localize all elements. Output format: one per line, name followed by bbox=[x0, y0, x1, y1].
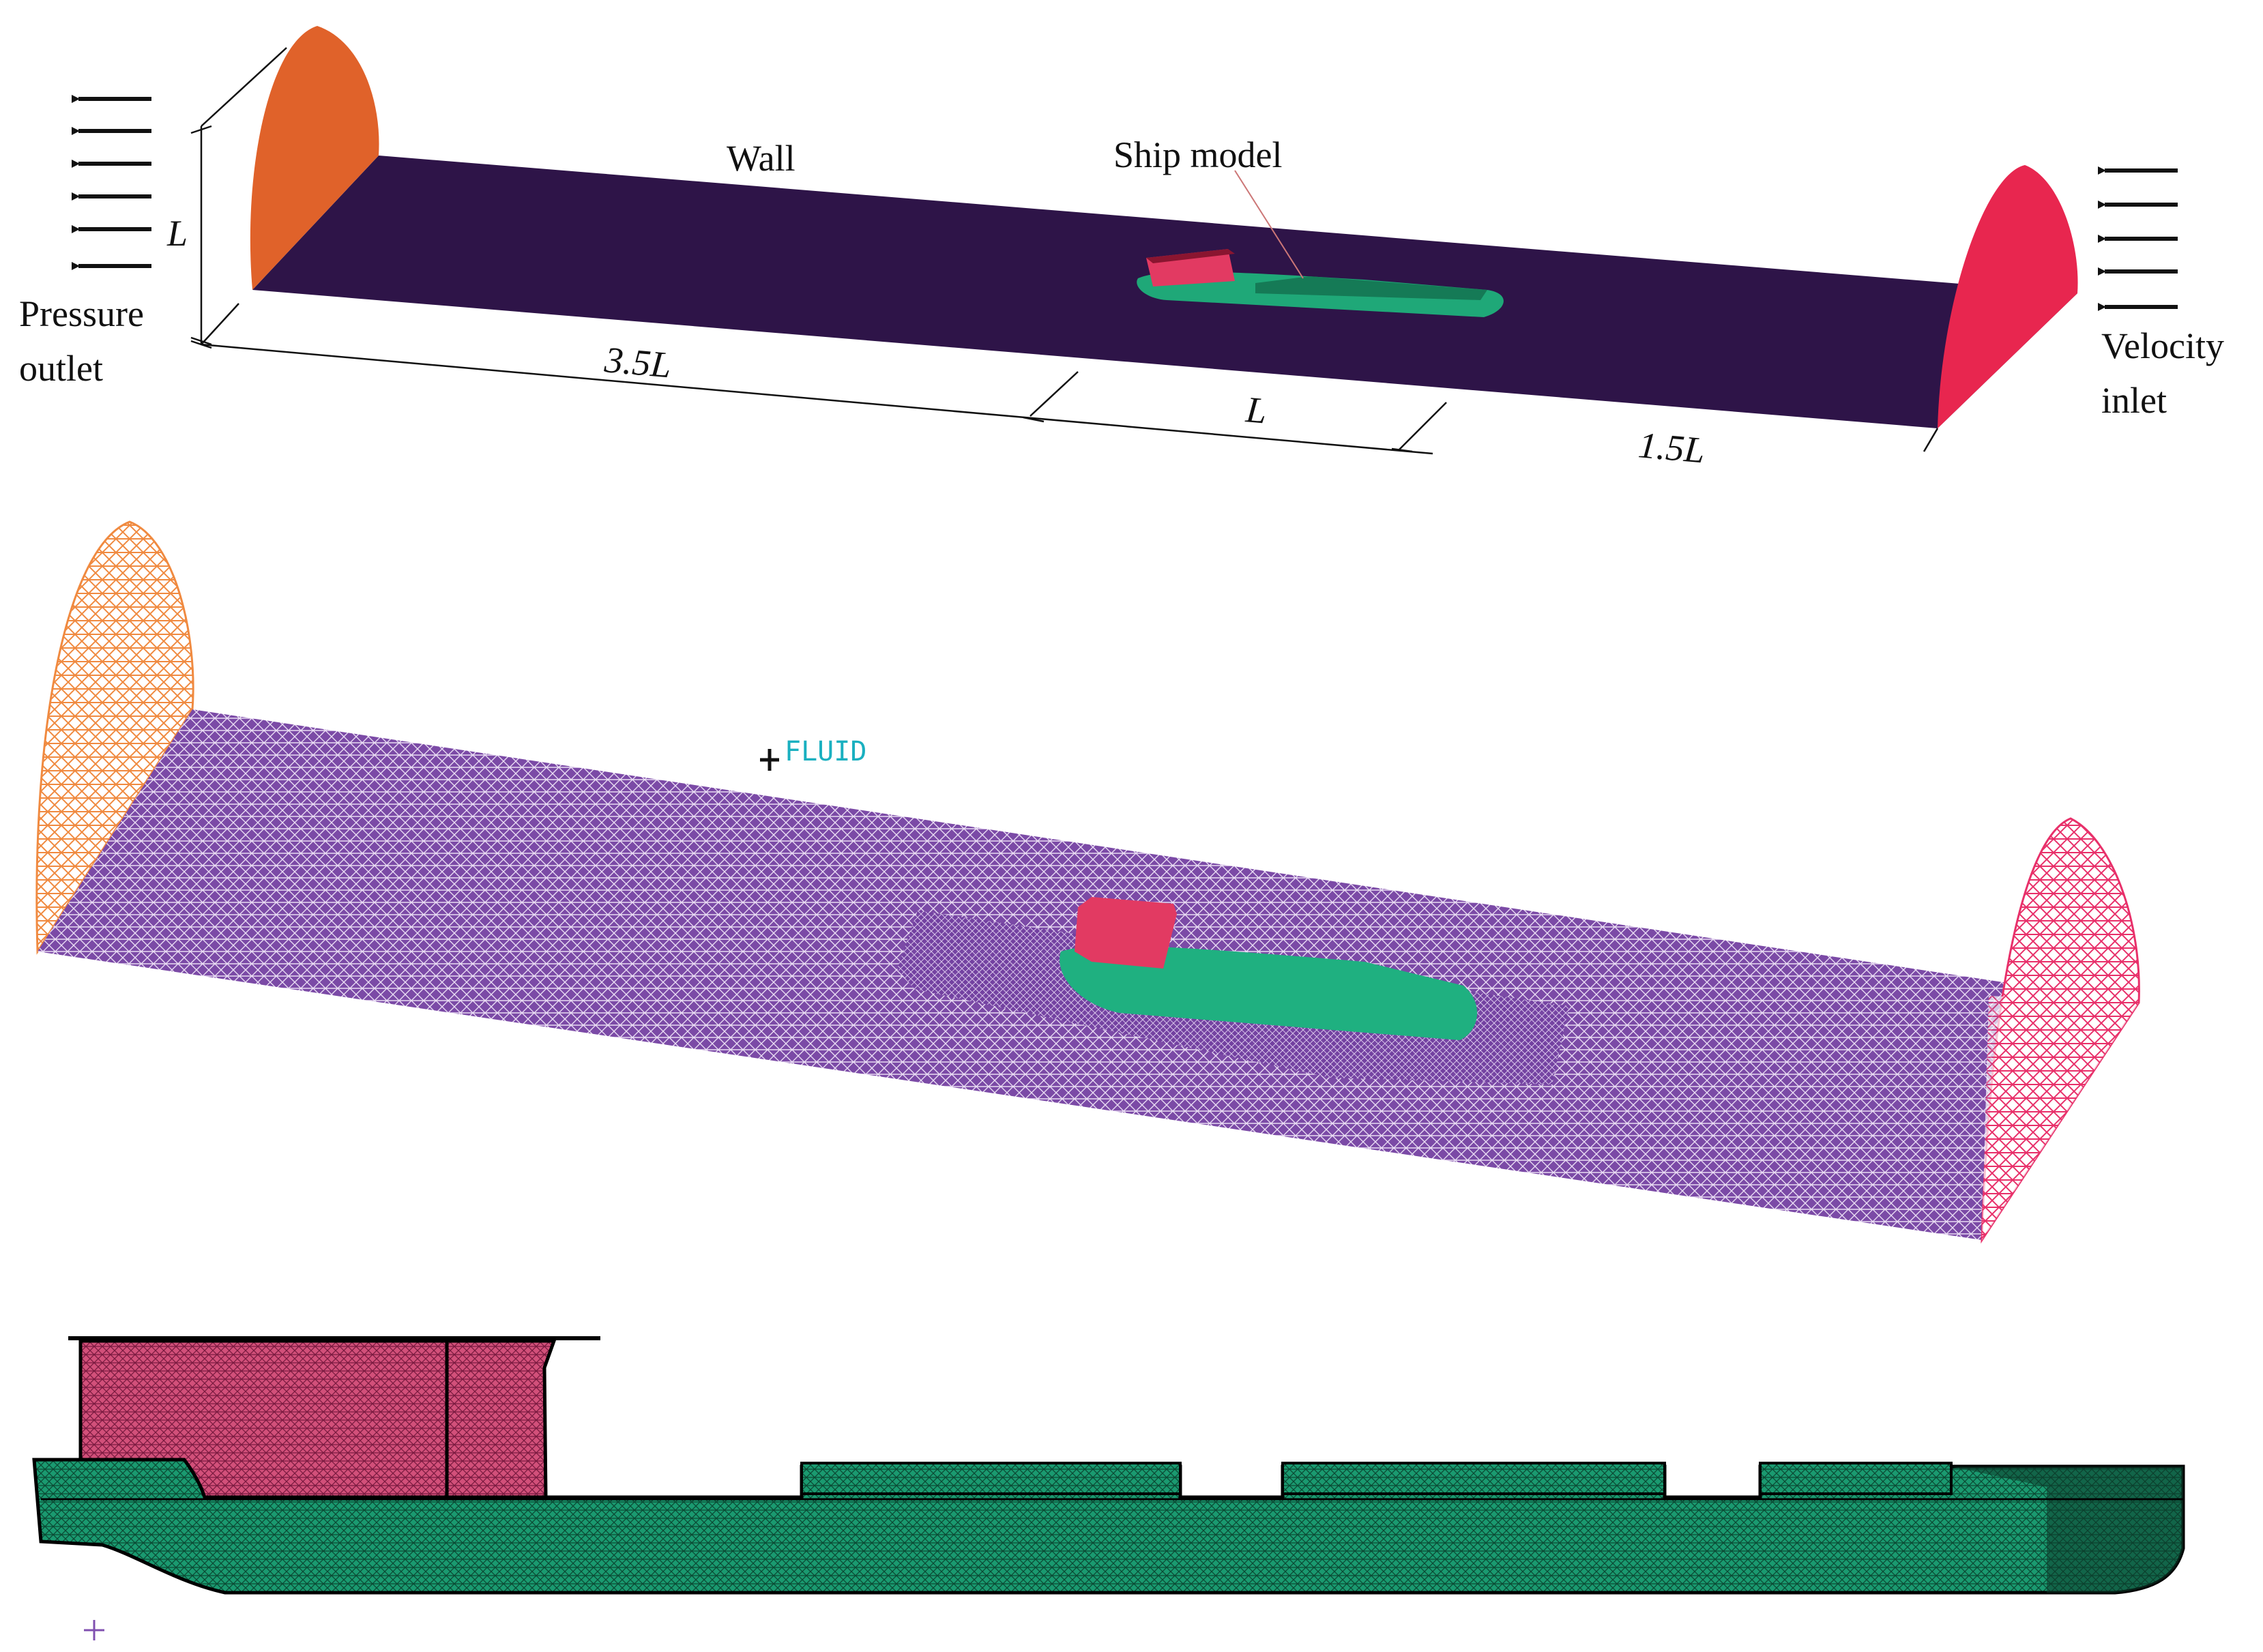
inlet-label: inlet bbox=[2101, 380, 2167, 421]
dim-upstream-label: 3.5L bbox=[602, 339, 673, 385]
bow-dense-mesh bbox=[1951, 1466, 2183, 1593]
hatch-3 bbox=[1759, 1462, 1953, 1495]
dimension-lines bbox=[190, 47, 1939, 455]
ship-model-top bbox=[1137, 249, 1504, 317]
fluid-label: FLUID bbox=[785, 736, 866, 767]
ship-label-leader bbox=[1234, 170, 1304, 279]
velocity-label: Velocity bbox=[2101, 325, 2224, 366]
outlet-face bbox=[250, 26, 379, 290]
hatch-2 bbox=[1281, 1462, 1666, 1495]
ship-model-mesh bbox=[1060, 897, 1478, 1040]
inlet-mesh-side bbox=[1982, 996, 2139, 1240]
hull-mesh-side-view bbox=[32, 1336, 2185, 1640]
hatch-1 bbox=[800, 1462, 1182, 1495]
outlet-label: outlet bbox=[19, 348, 103, 389]
origin-marker bbox=[84, 1620, 104, 1640]
dim-ship-length-label: L bbox=[1244, 389, 1268, 431]
domain-mesh: FLUID bbox=[35, 520, 2140, 1244]
dim-downstream-label: 1.5L bbox=[1637, 424, 1706, 471]
wall-label: Wall bbox=[727, 138, 795, 179]
outlet-arrows bbox=[72, 95, 151, 270]
domain-schematic: Wall Ship model Pressure outlet Velocity… bbox=[19, 26, 2224, 471]
ship-model-label: Ship model bbox=[1113, 134, 1283, 175]
outlet-mesh bbox=[35, 520, 194, 955]
inlet-face bbox=[1938, 165, 2078, 428]
inlet-arrows bbox=[2098, 166, 2178, 311]
pressure-label: Pressure bbox=[19, 293, 144, 334]
fluid-marker: FLUID bbox=[760, 736, 866, 771]
dim-height-label: L bbox=[166, 213, 188, 254]
